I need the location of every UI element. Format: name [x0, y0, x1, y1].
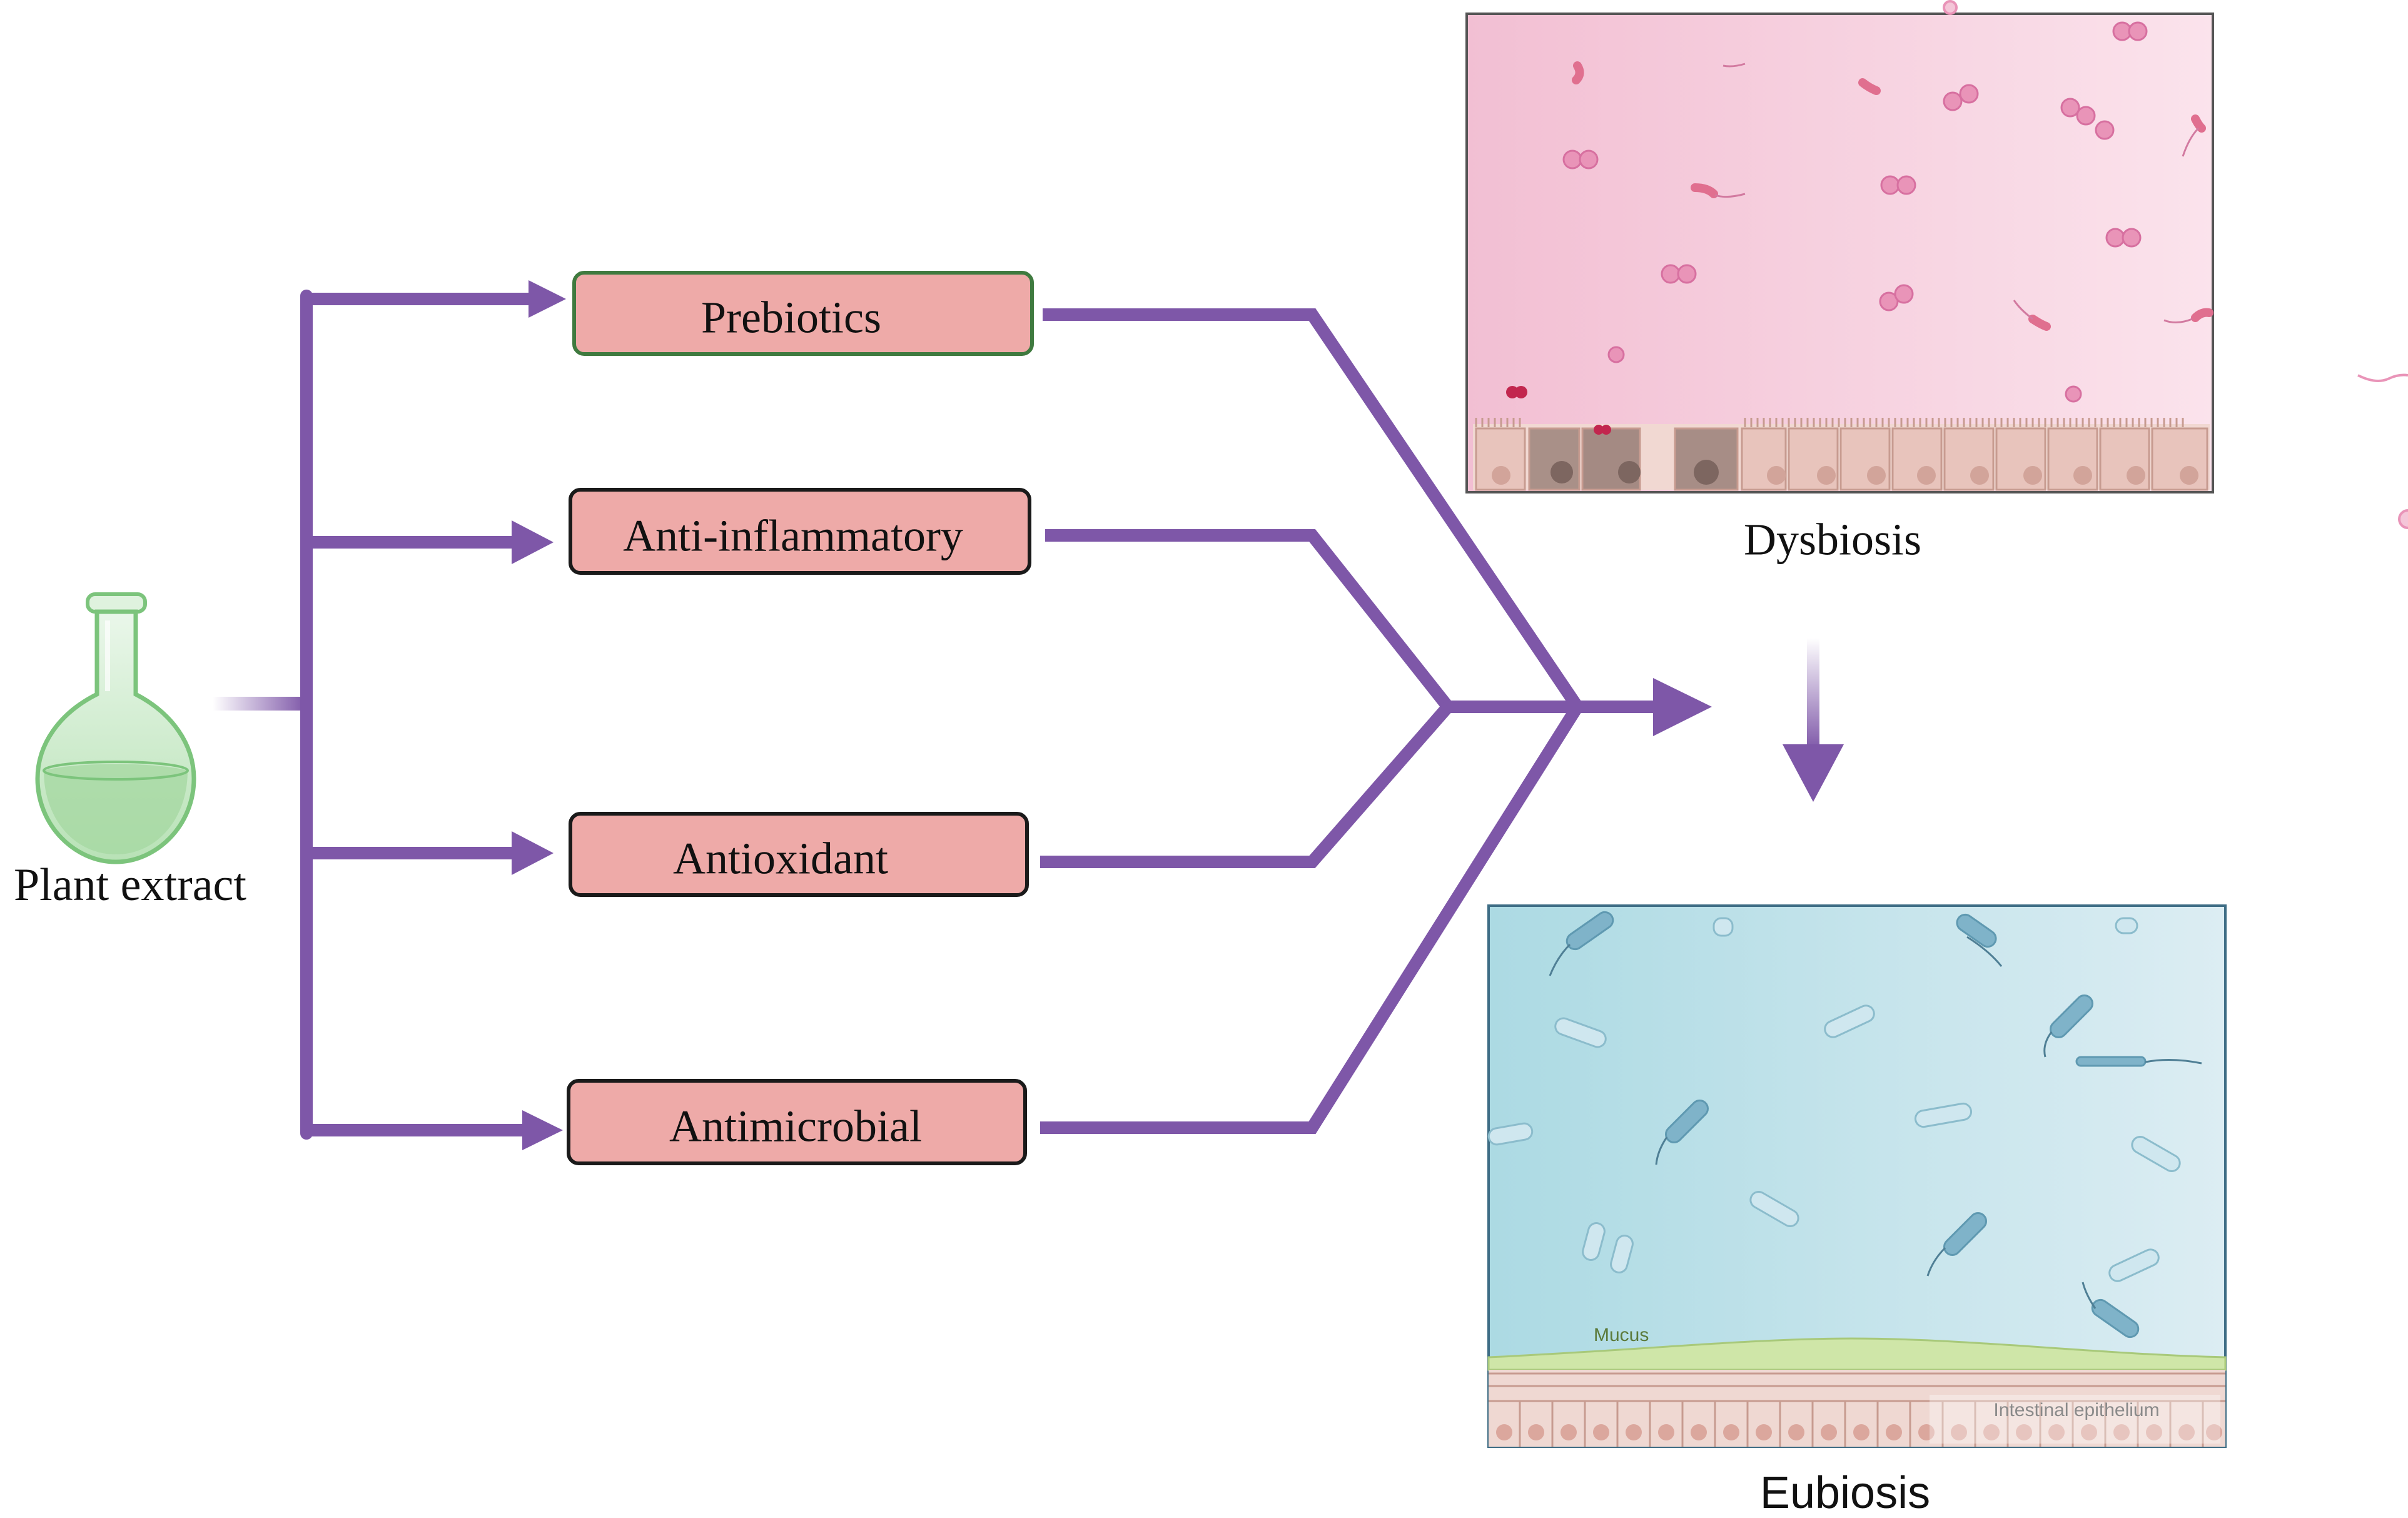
- bacteria-flagella: [1714, 63, 2200, 323]
- arrowhead: [1783, 744, 1844, 802]
- rod-bacteria: [1572, 61, 2213, 331]
- arrowhead: [522, 1110, 563, 1150]
- pathogenic-bacteria: [1562, 21, 2148, 465]
- mucus-label: Mucus: [1594, 1325, 1649, 1345]
- epithelium-label: Intestinal epithelium: [1993, 1400, 2159, 1420]
- effect-label: Antioxidant: [673, 834, 888, 884]
- branch-arrows: [213, 280, 566, 1150]
- edge-bacteria: [1943, 0, 2408, 529]
- source-connector: [213, 697, 306, 711]
- effect-antioxidant: Antioxidant: [569, 812, 1029, 897]
- dysbiosis-label: Dysbiosis: [1744, 515, 1921, 565]
- mucus-layer: [1487, 1337, 2227, 1371]
- eubiosis-label: Eubiosis: [1760, 1468, 1930, 1518]
- arrowhead: [512, 520, 554, 564]
- bacteria-flagella: [1549, 936, 2202, 1309]
- effect-anti-inflammatory: Anti-inflammatory: [569, 488, 1031, 575]
- effect-label: Antimicrobial: [669, 1101, 922, 1151]
- arrowhead-to-eubiosis: [1653, 678, 1712, 736]
- arrowhead: [529, 280, 566, 318]
- eubiosis-panel: Mucus Intestinal epithelium: [1487, 904, 2227, 1448]
- flagellated-bacteria: [1566, 911, 2147, 1338]
- effect-label: Prebiotics: [701, 293, 881, 343]
- epithelium-cells: [1473, 386, 2210, 491]
- plant-extract-label: Plant extract: [14, 859, 246, 911]
- transition-arrow: [1783, 638, 1844, 802]
- arrowhead: [512, 831, 554, 875]
- flask-icon: [35, 592, 196, 864]
- effect-prebiotics: Prebiotics: [572, 271, 1034, 356]
- effect-antimicrobial: Antimicrobial: [567, 1079, 1027, 1165]
- commensal-bacteria: [1487, 917, 2181, 1282]
- effect-label: Anti-inflammatory: [623, 511, 963, 561]
- dysbiosis-panel: [1465, 13, 2214, 493]
- converging-arrows: [1040, 308, 1670, 1134]
